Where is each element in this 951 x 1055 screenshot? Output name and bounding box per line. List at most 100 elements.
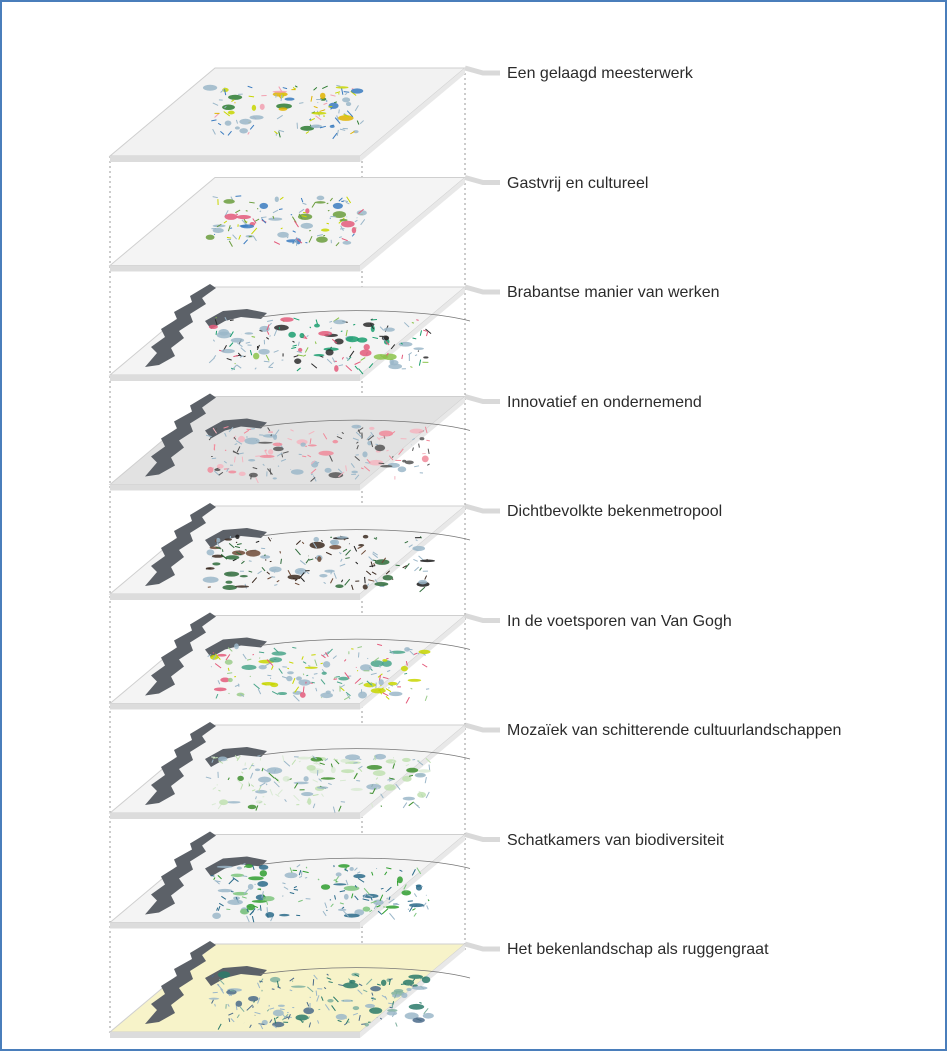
map-stroke <box>424 695 428 702</box>
map-stroke <box>358 368 364 375</box>
map-stroke <box>277 778 280 783</box>
map-stroke <box>296 571 300 573</box>
map-stroke <box>382 692 389 697</box>
map-stroke <box>394 992 398 999</box>
map-stroke <box>375 777 379 780</box>
map-stroke <box>314 659 318 667</box>
map-stroke <box>205 434 212 438</box>
map-patch <box>362 584 368 590</box>
map-stroke <box>220 988 225 994</box>
map-stroke <box>320 539 323 543</box>
map-patch <box>351 470 358 474</box>
map-patch <box>343 893 349 900</box>
map-stroke <box>425 791 430 799</box>
map-stroke <box>223 426 229 429</box>
map-patch <box>235 534 240 539</box>
map-patch <box>409 428 424 434</box>
map-stroke <box>350 1000 353 1002</box>
map-patch <box>253 352 260 360</box>
map-stroke <box>227 647 233 652</box>
map-stroke <box>353 323 356 326</box>
map-stroke <box>386 669 391 673</box>
map-patch <box>317 556 322 563</box>
map-patch <box>374 582 389 587</box>
map-stroke <box>419 1001 422 1004</box>
layer-label-meesterwerk: Een gelaagd meesterwerk <box>507 65 693 82</box>
map-patch <box>279 913 290 917</box>
map-stroke <box>240 784 244 790</box>
layer-plate-side <box>360 944 465 1038</box>
map-patch <box>209 546 221 550</box>
map-stroke <box>344 578 351 586</box>
map-stroke <box>343 91 350 93</box>
layer-plate-side <box>360 834 465 929</box>
map-stroke <box>307 665 311 667</box>
map-stroke <box>243 239 248 245</box>
map-patch <box>369 1007 383 1014</box>
map-stroke <box>226 468 229 472</box>
map-patch <box>206 549 215 556</box>
map-stroke <box>337 1019 342 1023</box>
map-stroke <box>373 657 380 662</box>
map-stroke <box>214 319 218 325</box>
map-patch <box>332 211 347 219</box>
map-patch <box>398 341 413 347</box>
map-stroke <box>363 887 370 895</box>
map-stroke <box>310 95 313 102</box>
layer-bekenmetropool <box>108 503 500 600</box>
map-stroke <box>249 908 256 915</box>
map-patch <box>314 323 320 328</box>
map-patch <box>338 676 349 681</box>
map-patch <box>378 679 384 686</box>
map-stroke <box>223 460 228 464</box>
map-patch <box>345 336 359 343</box>
map-stroke <box>265 354 270 361</box>
map-stroke <box>346 196 352 204</box>
map-stroke <box>309 755 314 759</box>
map-patch <box>324 467 332 473</box>
map-stroke <box>345 879 349 886</box>
map-stroke <box>426 905 429 910</box>
map-stroke <box>335 675 340 678</box>
map-stroke <box>355 561 359 565</box>
layer-plate-side <box>360 177 465 272</box>
map-patch <box>259 454 275 458</box>
map-patch <box>303 776 309 782</box>
map-stroke <box>395 783 401 791</box>
map-stroke <box>386 449 389 452</box>
map-patch <box>321 671 327 675</box>
map-stroke <box>326 973 329 976</box>
map-stroke <box>228 426 234 433</box>
map-patch <box>297 756 311 760</box>
map-patch <box>277 691 288 696</box>
map-stroke <box>373 537 377 540</box>
map-stroke <box>270 434 273 437</box>
map-stroke <box>356 120 360 125</box>
map-stroke <box>284 798 287 803</box>
map-patch <box>299 692 306 698</box>
map-stroke <box>300 577 305 582</box>
map-patch <box>422 1012 434 1019</box>
map-stroke <box>419 536 422 539</box>
map-stroke <box>289 977 295 982</box>
map-patch <box>311 460 319 468</box>
map-stroke <box>295 540 302 546</box>
map-patch <box>236 866 242 870</box>
map-stroke <box>324 902 328 909</box>
map-stroke <box>280 227 283 230</box>
map-patch <box>404 1012 419 1020</box>
map-stroke <box>354 867 358 871</box>
map-stroke <box>273 1017 277 1024</box>
map-patch <box>351 88 364 94</box>
estuary-water <box>145 722 216 805</box>
map-stroke <box>302 455 307 458</box>
map-stroke <box>341 356 344 360</box>
map-stroke <box>257 755 261 757</box>
river-line <box>259 857 471 869</box>
map-stroke <box>315 115 322 121</box>
map-stroke <box>327 209 330 212</box>
map-stroke <box>334 895 337 900</box>
map-stroke <box>343 910 349 917</box>
map-stroke <box>329 320 333 323</box>
map-stroke <box>308 558 314 561</box>
